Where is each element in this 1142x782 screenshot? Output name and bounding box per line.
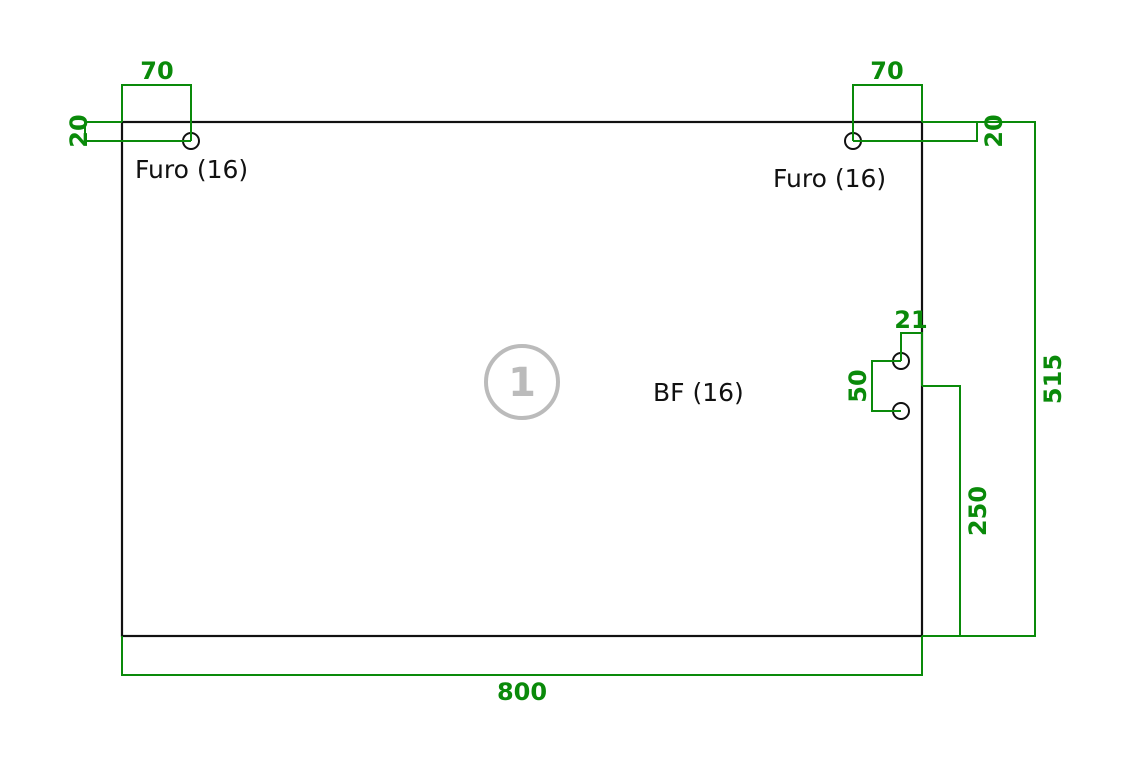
part-number-badge	[484, 344, 560, 420]
dim-top-right-vertical-value: 20	[980, 114, 1008, 147]
dim-height: 515	[922, 121, 1067, 637]
hole-top-left-label: Furo (16)	[135, 155, 248, 184]
dim-bf-horizontal: 21	[894, 306, 928, 386]
hole-top-right-label: Furo (16)	[773, 164, 886, 193]
dim-width-value: 800	[497, 678, 547, 706]
dim-width: 800	[121, 636, 923, 706]
dim-height-value: 515	[1039, 354, 1067, 404]
dim-bf-from-bottom: 250	[922, 385, 992, 637]
dim-top-left-vertical: 20	[65, 114, 191, 148]
dim-top-left-vertical-value: 20	[65, 114, 93, 147]
dim-bf-spacing: 50	[844, 360, 901, 412]
dim-bf-spacing-value: 50	[844, 369, 872, 402]
dim-top-right-horizontal-value: 70	[870, 57, 903, 85]
dim-top-left-horizontal: 70	[121, 57, 192, 141]
dim-top-right-vertical: 20	[853, 114, 1008, 148]
dim-bf-horizontal-value: 21	[894, 306, 927, 334]
dim-top-right-horizontal: 70	[852, 57, 923, 141]
part-number-text: 1	[508, 360, 536, 406]
bf-label: BF (16)	[653, 378, 744, 407]
dim-top-left-horizontal-value: 70	[140, 57, 173, 85]
dim-bf-from-bottom-value: 250	[964, 486, 992, 536]
